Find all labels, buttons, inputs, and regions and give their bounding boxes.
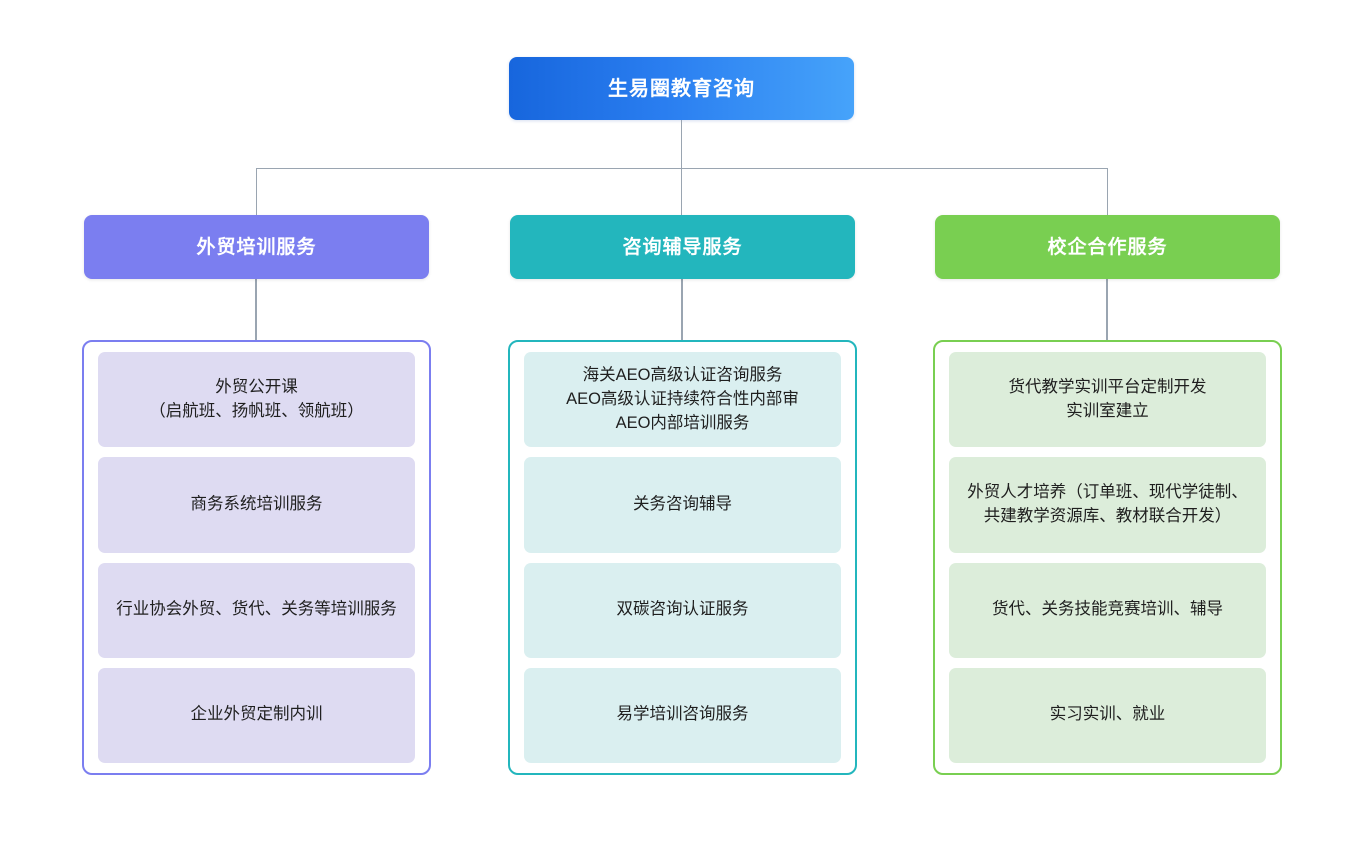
branch-header-label-2: 校企合作服务 <box>1047 236 1168 258</box>
branch-items-container-0: 外贸公开课 （启航班、扬帆班、领航班） 商务系统培训服务 行业协会外贸、货代、关… <box>82 340 431 775</box>
list-item[interactable]: 外贸公开课 （启航班、扬帆班、领航班） <box>98 352 415 448</box>
leaf-label: 商务系统培训服务 <box>190 494 323 513</box>
branch-column-xiaoqi-hezuo: 校企合作服务 货代教学实训平台定制开发 实训室建立 外贸人才培养（订单班、现代学… <box>933 215 1282 775</box>
connector-stub-branch-2 <box>1106 279 1108 341</box>
leaf-label: 货代、关务技能竞赛培训、辅导 <box>992 600 1223 619</box>
root-node-label: 生易圈教育咨询 <box>608 77 755 100</box>
branch-column-waimao-peixun: 外贸培训服务 外贸公开课 （启航班、扬帆班、领航班） 商务系统培训服务 行业协会… <box>82 215 431 775</box>
list-item[interactable]: 双碳咨询认证服务 <box>524 562 841 658</box>
list-item[interactable]: 商务系统培训服务 <box>98 457 415 553</box>
branch-column-zixun-fudao: 咨询辅导服务 海关AEO高级认证咨询服务 AEO高级认证持续符合性内部审 AEO… <box>508 215 857 775</box>
branch-items-container-2: 货代教学实训平台定制开发 实训室建立 外贸人才培养（订单班、现代学徒制、共建教学… <box>933 340 1282 775</box>
connector-stub-branch-0 <box>255 279 257 341</box>
list-item[interactable]: 企业外贸定制内训 <box>98 667 415 763</box>
leaf-label: 双碳咨询认证服务 <box>616 600 749 619</box>
leaf-label: 货代教学实训平台定制开发 实训室建立 <box>1008 377 1207 420</box>
branch-items-container-1: 海关AEO高级认证咨询服务 AEO高级认证持续符合性内部审 AEO内部培训服务 … <box>508 340 857 775</box>
leaf-label: 关务咨询辅导 <box>633 494 732 513</box>
list-item[interactable]: 行业协会外贸、货代、关务等培训服务 <box>98 562 415 658</box>
leaf-label: 易学培训咨询服务 <box>616 705 749 724</box>
list-item[interactable]: 实习实训、就业 <box>949 667 1266 763</box>
leaf-label: 外贸公开课 （启航班、扬帆班、领航班） <box>149 377 364 420</box>
root-node[interactable]: 生易圈教育咨询 <box>509 57 854 120</box>
branch-header-1[interactable]: 咨询辅导服务 <box>510 215 855 279</box>
list-item[interactable]: 货代、关务技能竞赛培训、辅导 <box>949 562 1266 658</box>
branch-header-label-1: 咨询辅导服务 <box>622 236 743 258</box>
connector-drop-branch-2 <box>1107 168 1108 215</box>
connector-drop-branch-0 <box>256 168 257 215</box>
leaf-label: 企业外贸定制内训 <box>190 705 323 724</box>
list-item[interactable]: 海关AEO高级认证咨询服务 AEO高级认证持续符合性内部审 AEO内部培训服务 <box>524 352 841 448</box>
leaf-label: 外贸人才培养（订单班、现代学徒制、共建教学资源库、教材联合开发） <box>967 482 1248 525</box>
branch-header-0[interactable]: 外贸培训服务 <box>84 215 429 279</box>
list-item[interactable]: 关务咨询辅导 <box>524 457 841 553</box>
list-item[interactable]: 外贸人才培养（订单班、现代学徒制、共建教学资源库、教材联合开发） <box>949 457 1266 553</box>
connector-root-vertical <box>681 120 682 168</box>
list-item[interactable]: 易学培训咨询服务 <box>524 667 841 763</box>
list-item[interactable]: 货代教学实训平台定制开发 实训室建立 <box>949 352 1266 448</box>
connector-drop-branch-1 <box>681 168 682 215</box>
leaf-label: 行业协会外贸、货代、关务等培训服务 <box>116 600 397 619</box>
leaf-label: 海关AEO高级认证咨询服务 AEO高级认证持续符合性内部审 AEO内部培训服务 <box>566 365 799 432</box>
connector-stub-branch-1 <box>681 279 683 341</box>
branch-header-label-0: 外贸培训服务 <box>196 236 317 258</box>
branch-header-2[interactable]: 校企合作服务 <box>935 215 1280 279</box>
leaf-label: 实习实训、就业 <box>1049 705 1166 724</box>
